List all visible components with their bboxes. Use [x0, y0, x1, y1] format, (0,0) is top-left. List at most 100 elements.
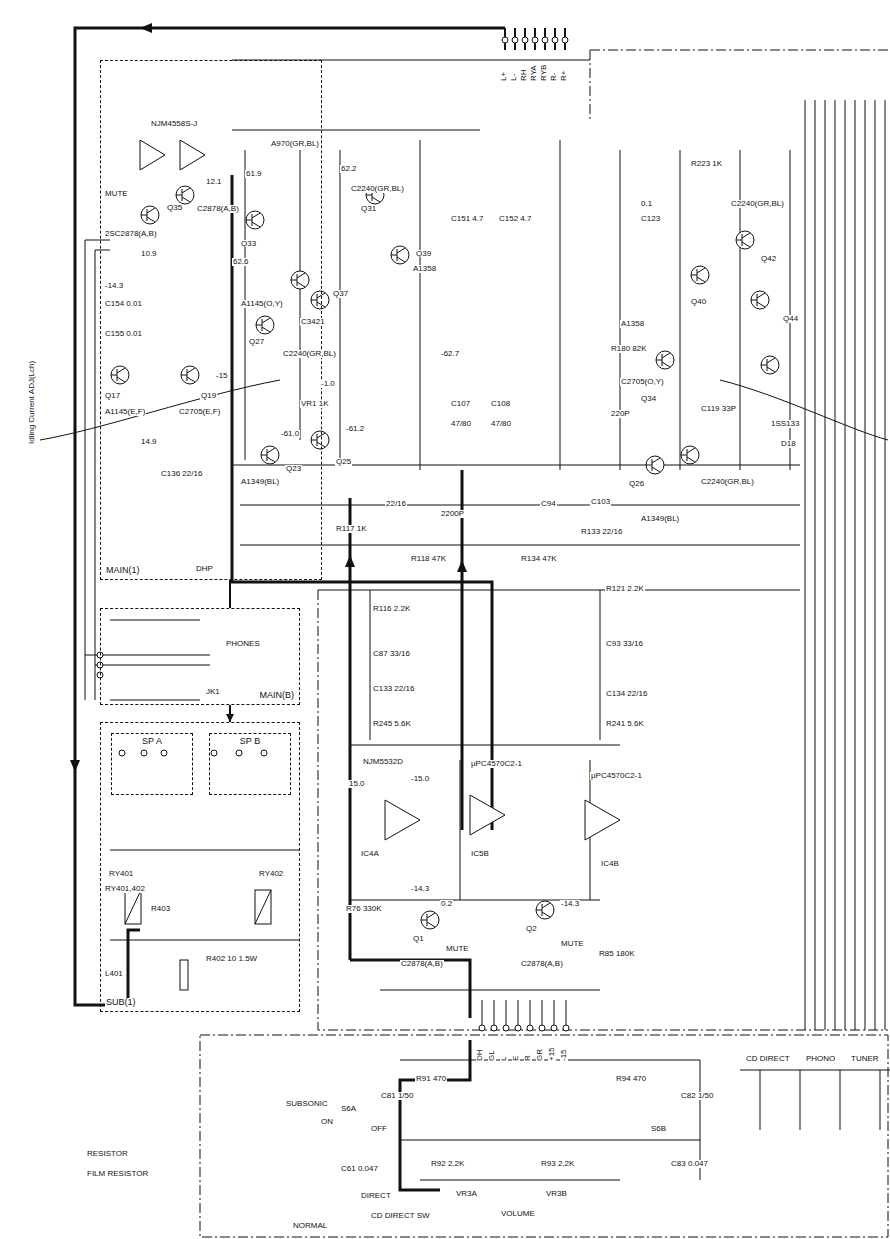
- part-label: FILM RESISTOR: [86, 1170, 149, 1178]
- wire-line: [825, 100, 826, 1030]
- component-symbol: [161, 750, 167, 756]
- part-label: A1349(BL): [240, 478, 280, 486]
- wire-line: [865, 100, 866, 1030]
- part-label: NJM5532D: [362, 758, 404, 766]
- part-label: S6A: [340, 1105, 357, 1113]
- part-label: μPC4570C2-1: [590, 772, 643, 780]
- part-label: Q42: [760, 255, 777, 263]
- component-symbol: [141, 206, 159, 224]
- wire-line: [482, 1000, 483, 1025]
- part-label: Idling Current ADJ(Lch): [28, 360, 36, 445]
- component-symbol: [536, 901, 554, 919]
- wire-line: [681, 448, 695, 462]
- component-symbol: [211, 750, 217, 756]
- part-label: C151 4.7: [450, 215, 484, 223]
- part-label: Q19: [200, 392, 217, 400]
- wire-line: [845, 100, 846, 1030]
- part-label: R: [524, 1054, 532, 1062]
- part-label: C152 4.7: [498, 215, 532, 223]
- symbol-shape: [180, 140, 205, 170]
- part-label: L401: [104, 970, 124, 978]
- wire-group: [85, 60, 890, 1180]
- part-label: 47/80: [490, 420, 512, 428]
- part-label: Q33: [240, 240, 257, 248]
- part-label: -14.3: [104, 282, 124, 290]
- wire-line: [656, 353, 670, 367]
- part-label: D18: [780, 440, 797, 448]
- wire-line: [370, 590, 600, 740]
- component-symbol: [527, 1025, 533, 1031]
- part-label: Q34: [640, 395, 657, 403]
- part-label: PHONES: [225, 640, 261, 648]
- part-label: IC5B: [470, 850, 490, 858]
- component-box: [180, 960, 188, 990]
- component-symbol: [542, 37, 548, 43]
- part-label: A1358: [620, 320, 645, 328]
- part-label: C3421: [300, 318, 326, 326]
- part-label: -1.0: [320, 380, 336, 388]
- part-label: S6B: [650, 1125, 667, 1133]
- part-label: 62.6: [232, 258, 250, 266]
- board-outline-group: [200, 50, 888, 1237]
- part-label: R118 47K: [410, 555, 447, 563]
- part-label: R245 5.6K: [372, 720, 412, 728]
- wire-line: [835, 100, 836, 1030]
- wire-line: [720, 380, 888, 440]
- wire-line: [232, 175, 492, 830]
- part-label: DH: [476, 1048, 484, 1062]
- wire-line: [506, 1000, 507, 1025]
- part-label: Q17: [104, 392, 121, 400]
- component-symbol: [176, 186, 194, 204]
- board-name: SP A: [141, 737, 163, 746]
- part-label: R180 82K: [610, 345, 648, 353]
- wire-line: [318, 50, 888, 1030]
- part-label: VR3A: [455, 1190, 478, 1198]
- part-label: C2705(O,Y): [620, 378, 665, 386]
- part-label: SUBSONIC: [285, 1100, 329, 1108]
- wire-line: [110, 620, 200, 700]
- component-symbol: [502, 37, 508, 43]
- wire-line: [391, 248, 405, 262]
- part-label: GL: [488, 1049, 496, 1062]
- part-label: 1SS133: [770, 420, 800, 428]
- signal-path-group: [75, 28, 505, 1190]
- part-label: L+: [500, 71, 508, 82]
- symbol-shape: [470, 795, 505, 835]
- wire-line: [646, 458, 660, 472]
- board-name: MAIN(1): [105, 566, 141, 575]
- part-label: PHONO: [805, 1055, 836, 1063]
- part-label: CD DIRECT SW: [370, 1212, 431, 1220]
- part-label: DIRECT: [360, 1192, 392, 1200]
- part-label: C103: [590, 498, 611, 506]
- board-box: SP B: [209, 733, 291, 795]
- part-label: -61.2: [345, 425, 365, 433]
- part-label: RYB: [540, 64, 548, 82]
- wire-line: [875, 100, 876, 1030]
- part-label: ON: [320, 1118, 334, 1126]
- part-label: Q37: [332, 290, 349, 298]
- wire-line: [815, 100, 816, 1030]
- board-name: MAIN(B): [259, 691, 296, 700]
- adjust-leader-group: [40, 380, 888, 440]
- part-label: R134 47K: [520, 555, 558, 563]
- part-label: C123: [640, 215, 661, 223]
- part-label: C155 0.01: [104, 330, 143, 338]
- component-box: [255, 890, 271, 924]
- part-label: -15: [560, 1048, 568, 1062]
- wire-line: [311, 293, 325, 307]
- board-box: SUB(1)SP ASP B: [100, 722, 300, 1012]
- part-label: 14.9: [140, 438, 158, 446]
- board-box: MAIN(1): [100, 60, 322, 580]
- part-label: Q25: [335, 458, 352, 466]
- part-label: C119 33P: [700, 405, 737, 413]
- part-label: VR1 1K: [300, 400, 330, 408]
- component-symbol: [563, 1025, 569, 1031]
- wire-line: [566, 1000, 567, 1025]
- part-label: Q26: [628, 480, 645, 488]
- part-label: R241 5.6K: [605, 720, 645, 728]
- wire-line: [85, 240, 210, 700]
- part-label: C2705(E,F): [178, 408, 221, 416]
- component-symbol: [562, 37, 568, 43]
- part-label: -14.3: [560, 900, 580, 908]
